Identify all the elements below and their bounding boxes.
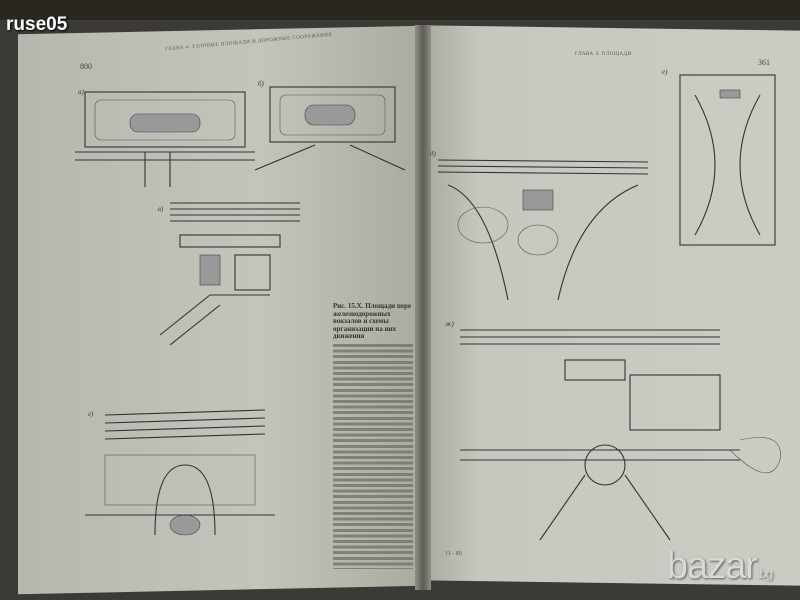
- bazar-logo: bazar.bg: [666, 545, 773, 588]
- figure-label: в): [158, 205, 164, 213]
- figure-label: ж): [445, 320, 454, 328]
- diagram-c: [159, 202, 300, 345]
- figure-label: г): [88, 410, 94, 418]
- diagram-b: [255, 86, 405, 171]
- left-page-number: 800: [80, 62, 92, 71]
- figure-label: а): [78, 88, 84, 96]
- logo-main: bazar: [666, 545, 758, 587]
- figure-label: д): [430, 150, 436, 158]
- figure-label: б): [258, 80, 264, 88]
- page-footer-signature: 11 - 80: [445, 551, 462, 557]
- right-running-head: ГЛАВА 4. ПЛОЩАДИ: [575, 52, 632, 57]
- caption-title: Рис. 15.Х. Площади пере железнодорожных …: [333, 302, 411, 340]
- book-gutter: [415, 25, 431, 590]
- diagram-f: [679, 74, 776, 246]
- logo-suffix: .bg: [756, 566, 773, 581]
- diagram-a: [75, 91, 255, 187]
- uploader-watermark: ruse05: [6, 14, 68, 35]
- figure-caption: Рис. 15.Х. Площади пере железнодорожных …: [333, 302, 413, 569]
- right-page-number: 361: [758, 58, 770, 67]
- diagram-d: [85, 409, 275, 536]
- diagram-g: [460, 329, 781, 541]
- caption-body-text: [333, 343, 413, 569]
- diagram-e: [437, 159, 649, 300]
- figure-label: е): [662, 68, 668, 76]
